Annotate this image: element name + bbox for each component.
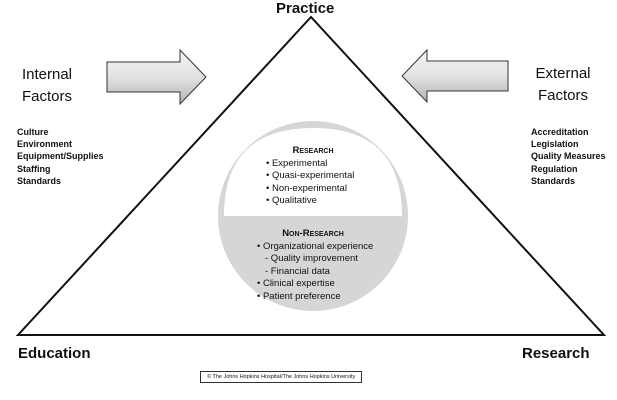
- list-item: Standards: [531, 175, 576, 186]
- research-area: [224, 128, 402, 216]
- external-factors-title-line1: External: [535, 65, 591, 82]
- list-item: • Quasi-experimental: [266, 170, 355, 182]
- external-factors-title: External Factors: [508, 63, 617, 107]
- non-research-list: • Organizational experience - Quality im…: [257, 241, 373, 303]
- list-item: Culture: [17, 127, 49, 137]
- list-item: - Financial data: [265, 265, 330, 277]
- list-item: - Quality improvement: [265, 253, 358, 265]
- list-item: • Qualitative: [266, 195, 317, 207]
- external-factors-arrow: [401, 48, 509, 104]
- list-item: • Patient preference: [257, 290, 341, 302]
- internal-factors-title-line2: Factors: [21, 88, 72, 105]
- corner-label-education: Education: [18, 345, 91, 362]
- list-item: Accreditation: [531, 127, 589, 137]
- research-list: • Experimental • Quasi-experimental • No…: [266, 158, 354, 208]
- internal-factors-list: Culture Environment Equipment/Supplies S…: [17, 126, 104, 187]
- external-factors-list: Accreditation Legislation Quality Measur…: [531, 126, 606, 187]
- apex-label-practice: Practice: [276, 0, 335, 17]
- list-item: Equipment/Supplies: [17, 151, 104, 162]
- list-item: Environment: [17, 139, 73, 150]
- list-item: Regulation: [531, 163, 578, 174]
- corner-label-research: Research: [522, 345, 590, 362]
- list-item: • Organizational experience: [257, 241, 374, 252]
- non-research-heading: Non-Research: [282, 228, 344, 239]
- internal-factors-arrow: [106, 48, 207, 106]
- copyright-notice: © The Johns Hopkins Hospital/The Johns H…: [200, 371, 363, 383]
- research-heading: Research: [292, 145, 334, 156]
- list-item: Staffing: [17, 163, 51, 174]
- list-item: • Clinical expertise: [257, 278, 335, 290]
- list-item: Quality Measures: [531, 151, 606, 162]
- list-item: Legislation: [531, 139, 579, 150]
- external-factors-title-line2: Factors: [537, 87, 588, 104]
- internal-factors-title-line1: Internal: [21, 66, 73, 83]
- list-item: Standards: [17, 175, 62, 186]
- internal-factors-title: Internal Factors: [0, 64, 102, 108]
- list-item: • Non-experimental: [266, 182, 347, 194]
- list-item: • Experimental: [266, 158, 328, 169]
